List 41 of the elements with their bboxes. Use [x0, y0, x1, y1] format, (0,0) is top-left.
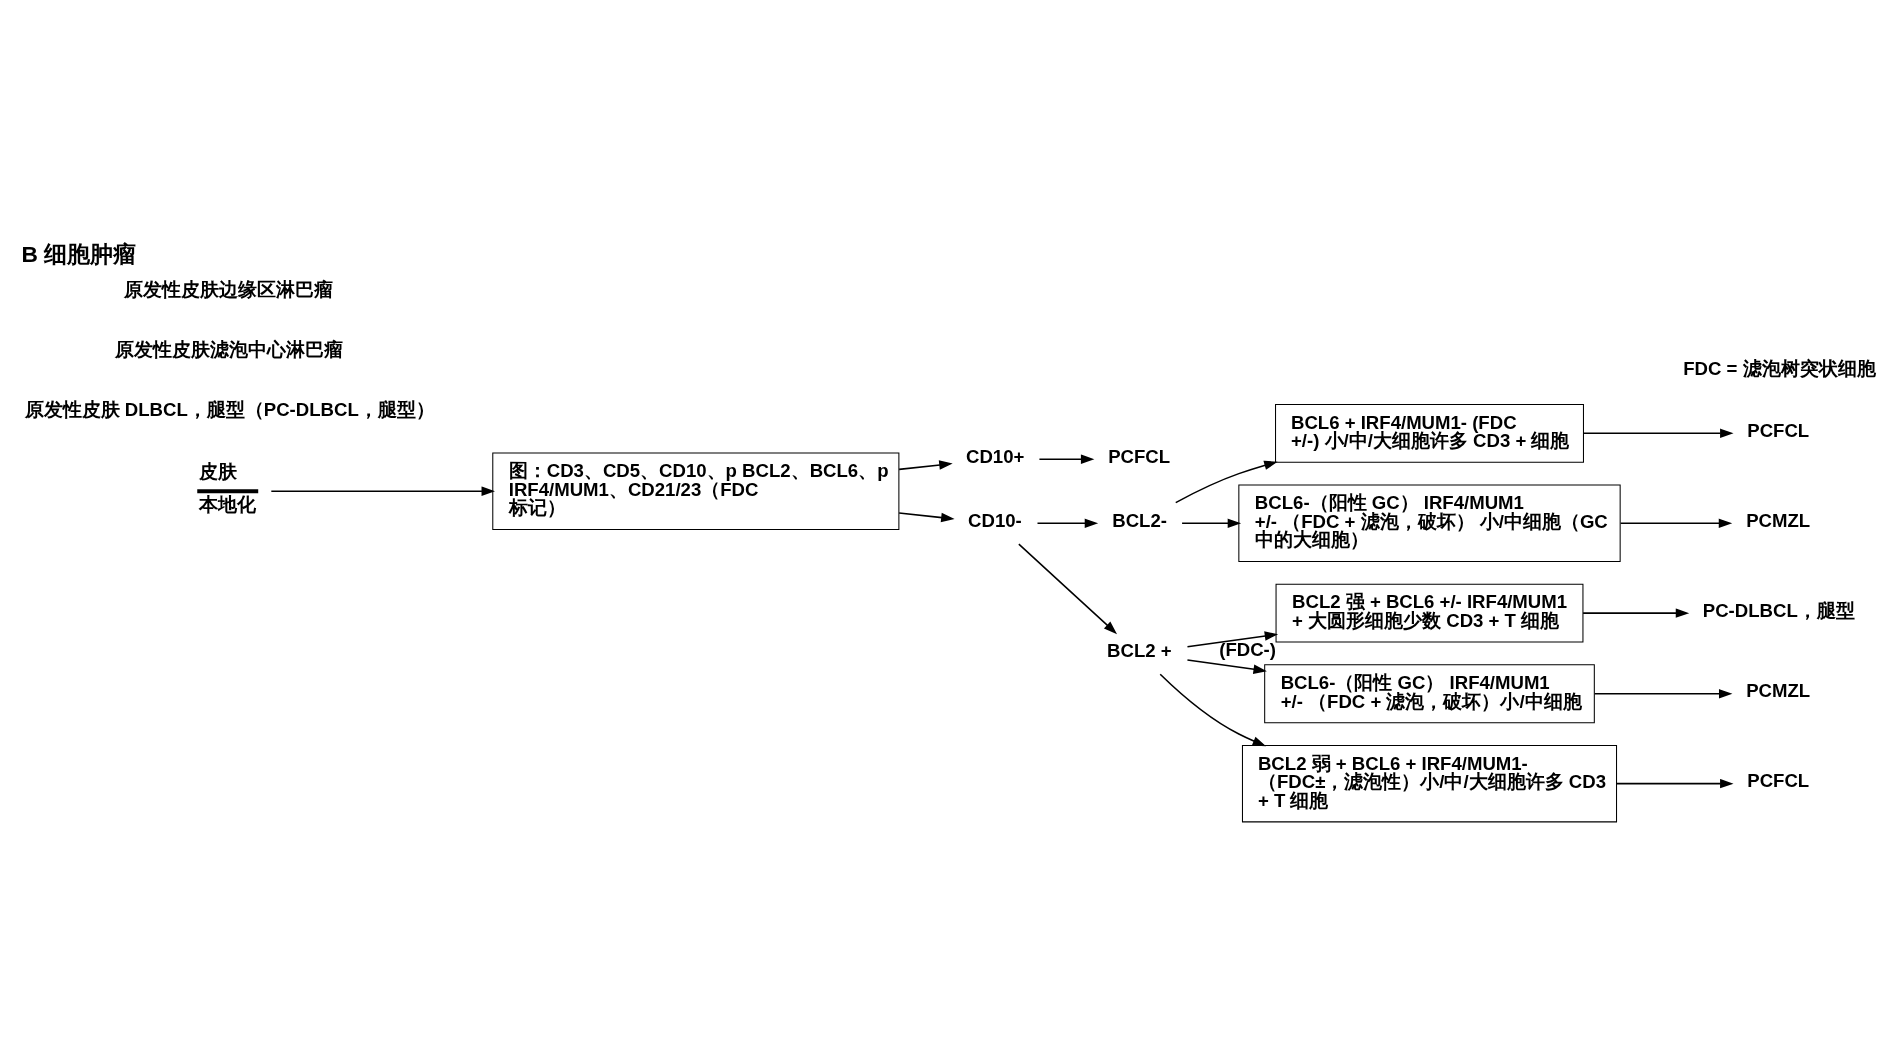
node-label: (FDC-) [1219, 638, 1276, 660]
label: 原发性皮肤滤泡中心淋巴瘤 [115, 339, 344, 361]
arrow [1036, 518, 1099, 528]
node-label: 皮肤 [199, 461, 238, 483]
label: 原发性皮肤 DLBCL，腿型（PC-DLBCL，腿型） [24, 399, 435, 421]
arrow [1186, 631, 1279, 648]
arrow [1619, 518, 1733, 528]
arrow [1038, 454, 1095, 464]
node-label: 本地化 [199, 494, 257, 516]
arrow [1181, 518, 1242, 528]
node-text: PCMZL [1746, 509, 1811, 531]
node-box: BCL2 弱 + BCL6 + IRF4/MUM1- （FDC±，滤泡性）小/中/大细胞许多 CD3 + T 细胞 [1241, 744, 1618, 823]
arrow [1174, 460, 1278, 504]
arrow [1018, 543, 1118, 635]
arrow [1159, 673, 1267, 747]
node-box: BCL6-（阳性 GC） IRF4/MUM1 +/- （FDC + 滤泡，破坏） 小/中细胞（GC 中的大细胞） [1238, 484, 1621, 562]
arrow [898, 512, 955, 523]
arrow [1582, 608, 1690, 618]
node-text: CD10+ [966, 445, 1025, 467]
node-text: PCFCL [1108, 445, 1171, 467]
node-box: BCL2 强 + BCL6 +/- IRF4/MUM1 + 大圆形细胞少数 CD3 + T 细胞 [1275, 583, 1584, 643]
node-text: PCFCL [1747, 419, 1810, 441]
node-box: 图：CD3、CD5、CD10、p BCL2、BCL6、p IRF4/MUM1、CD21/23（FDC 标记） [492, 452, 900, 530]
label: FDC = 滤泡树突状细胞 [1683, 357, 1876, 379]
node-text: PCFCL [1747, 770, 1810, 792]
node-text: BCL2 + [1107, 639, 1172, 661]
arrow [1615, 778, 1734, 789]
label: 原发性皮肤边缘区淋巴瘤 [124, 279, 334, 301]
node-text: PC-DLBCL，腿型 [1702, 599, 1855, 621]
node-box: BCL6-（阳性 GC） IRF4/MUM1 +/- （FDC + 滤泡，破坏）小/中细胞 [1264, 664, 1595, 724]
arrow [1593, 689, 1733, 699]
node-box [197, 489, 259, 494]
node-box: BCL6 + IRF4/MUM1- (FDC +/-) 小/中/大细胞许多 CD3 + 细胞 [1275, 403, 1584, 463]
node-text: PCMZL [1746, 680, 1811, 702]
arrow [898, 460, 953, 471]
arrow [1582, 428, 1734, 439]
arrow [270, 486, 495, 496]
arrow [1186, 659, 1267, 674]
node-text: BCL2- [1112, 509, 1167, 531]
node-text: CD10- [968, 509, 1022, 531]
diagram-title: B 细胞肿瘤 [21, 241, 137, 268]
